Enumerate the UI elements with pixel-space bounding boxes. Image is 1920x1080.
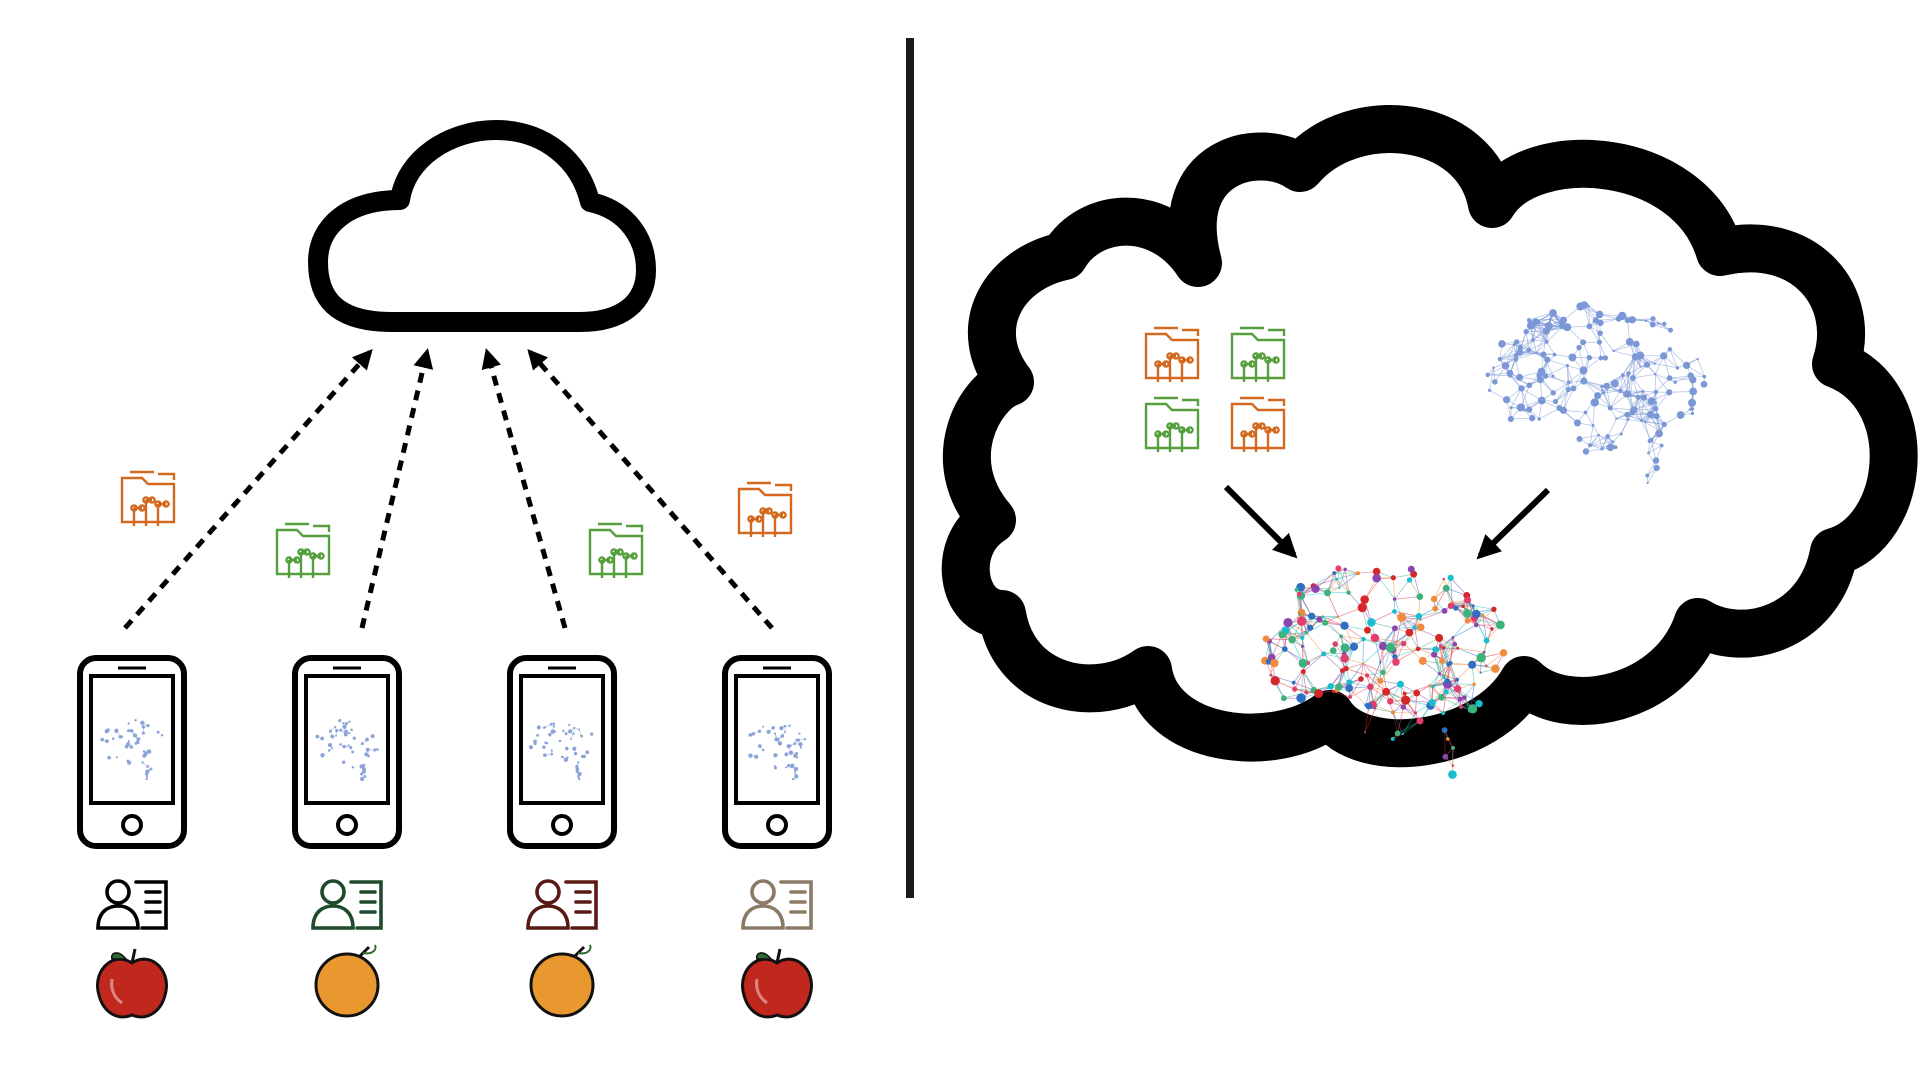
brain-nodes — [748, 724, 807, 781]
on-device-model-brain-icon — [100, 718, 164, 781]
upload-arrow-1 — [123, 349, 373, 630]
apple-icon — [741, 948, 813, 1019]
aggregation-arrow-updates — [1223, 484, 1298, 559]
orange-icon — [529, 944, 595, 1018]
user-profile-icon — [311, 879, 383, 930]
user-profile-icon — [96, 879, 168, 930]
left-panel — [77, 120, 832, 1019]
right-panel — [941, 105, 1918, 779]
user-profile-icon — [741, 879, 813, 930]
transit-model-update-icon — [275, 522, 331, 578]
aggregated-model-update-icon-3 — [1144, 396, 1200, 452]
brain-nodes — [1485, 301, 1708, 485]
smartphone-icon — [722, 655, 832, 849]
upload-arrow-2 — [359, 348, 434, 629]
device-column-3 — [507, 655, 617, 1018]
global-model-brain-icon — [1485, 301, 1708, 485]
aggregated-model-update-icon-2 — [1230, 326, 1286, 382]
transit-model-update-icon — [737, 481, 793, 537]
device-column-2 — [292, 655, 402, 1018]
server-cloud-icon — [308, 120, 656, 332]
brain-nodes — [528, 722, 594, 781]
device-column-1 — [77, 655, 187, 1019]
aggregated-model-brain-icon — [1261, 565, 1508, 779]
aggregated-model-update-icon-1 — [1144, 326, 1200, 382]
upload-arrow-4 — [527, 348, 774, 630]
user-profile-icon — [526, 879, 598, 930]
device-column-4 — [722, 655, 832, 1019]
on-device-model-brain-icon — [748, 724, 807, 781]
orange-icon — [314, 944, 380, 1018]
on-device-model-brain-icon — [315, 719, 379, 781]
upload-arrow-3 — [481, 348, 568, 629]
apple-icon — [96, 948, 168, 1019]
transit-model-update-icon — [120, 470, 176, 526]
server-cloud-container-icon — [941, 105, 1918, 768]
transit-model-update-icon — [588, 522, 644, 578]
brain-nodes — [1261, 565, 1508, 779]
smartphone-icon — [292, 655, 402, 849]
brain-nodes — [315, 719, 379, 781]
smartphone-icon — [507, 655, 617, 849]
smartphone-icon — [77, 655, 187, 849]
on-device-model-brain-icon — [528, 722, 594, 781]
aggregated-model-update-icon-4 — [1230, 396, 1286, 452]
brain-nodes — [100, 718, 164, 781]
aggregation-arrow-global — [1476, 487, 1551, 560]
